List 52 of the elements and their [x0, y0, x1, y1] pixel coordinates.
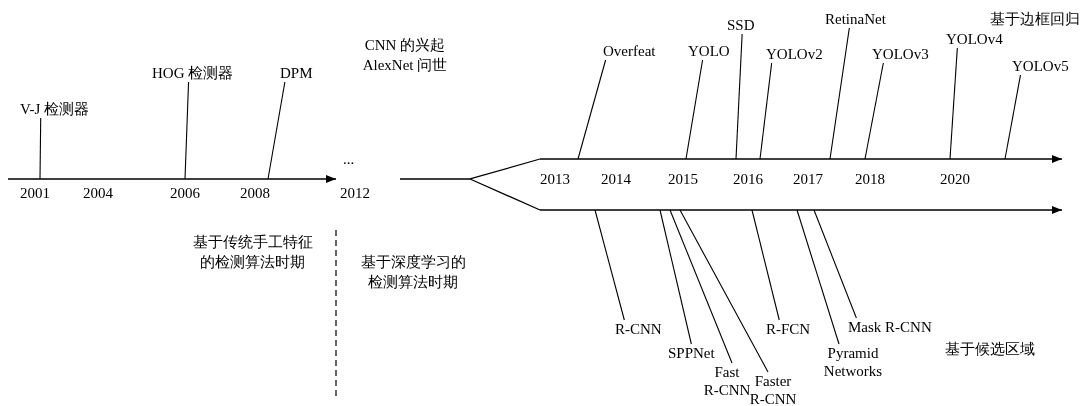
- milestone-label: CNN 的兴起 AlexNet 问世: [361, 36, 449, 75]
- method-label: Mask R-CNN: [848, 318, 932, 336]
- leader-line: [267, 81, 286, 180]
- year-label: 2015: [668, 170, 698, 188]
- method-label: YOLOv5: [1012, 57, 1069, 75]
- year-label: 2012: [340, 184, 370, 202]
- leader-line: [813, 209, 857, 319]
- region-caption: 基于候选区域: [945, 340, 1035, 358]
- method-label: SSD: [727, 16, 755, 34]
- leader-line: [679, 209, 769, 373]
- leader-line: [39, 117, 42, 180]
- ellipsis-text: ...: [343, 150, 355, 168]
- method-label: RetinaNet: [825, 10, 886, 28]
- method-label: DPM: [280, 64, 313, 82]
- method-label: R-FCN: [766, 320, 811, 338]
- method-label: YOLOv2: [766, 45, 823, 63]
- leader-line: [829, 27, 850, 160]
- leader-line: [949, 47, 958, 160]
- leader-line: [735, 33, 743, 160]
- year-label: 2001: [20, 184, 50, 202]
- leader-line: [577, 59, 607, 160]
- year-label: 2013: [540, 170, 570, 188]
- year-label: 2018: [855, 170, 885, 188]
- year-label: 2017: [793, 170, 823, 188]
- leader-line: [594, 209, 625, 321]
- year-label: 2008: [240, 184, 270, 202]
- year-label: 2004: [83, 184, 113, 202]
- region-caption: 基于边框回归: [990, 10, 1080, 28]
- period-caption: 基于深度学习的检测算法时期: [359, 253, 467, 292]
- year-label: 2006: [170, 184, 200, 202]
- leader-line: [1004, 74, 1022, 160]
- year-label: 2014: [601, 170, 631, 188]
- year-label: 2020: [940, 170, 970, 188]
- leader-line: [184, 81, 190, 180]
- method-label: Pyramid Networks: [818, 344, 888, 380]
- method-label: YOLO: [688, 42, 730, 60]
- leader-line: [864, 62, 884, 160]
- method-label: V-J 检测器: [20, 100, 90, 118]
- method-label: YOLOv4: [946, 30, 1003, 48]
- leader-line: [669, 209, 733, 364]
- leader-line: [685, 59, 704, 160]
- leader-line: [759, 62, 773, 160]
- method-label: SPPNet: [668, 344, 715, 362]
- method-label: HOG 检测器: [152, 64, 234, 82]
- leader-line: [796, 209, 840, 345]
- period-caption: 基于传统手工特征的检测算法时期: [191, 233, 314, 272]
- leader-line: [751, 209, 780, 321]
- method-label: R-CNN: [615, 320, 662, 338]
- method-label: YOLOv3: [872, 45, 929, 63]
- leader-line: [659, 209, 692, 345]
- year-label: 2016: [733, 170, 763, 188]
- method-label: Overfeat: [603, 42, 656, 60]
